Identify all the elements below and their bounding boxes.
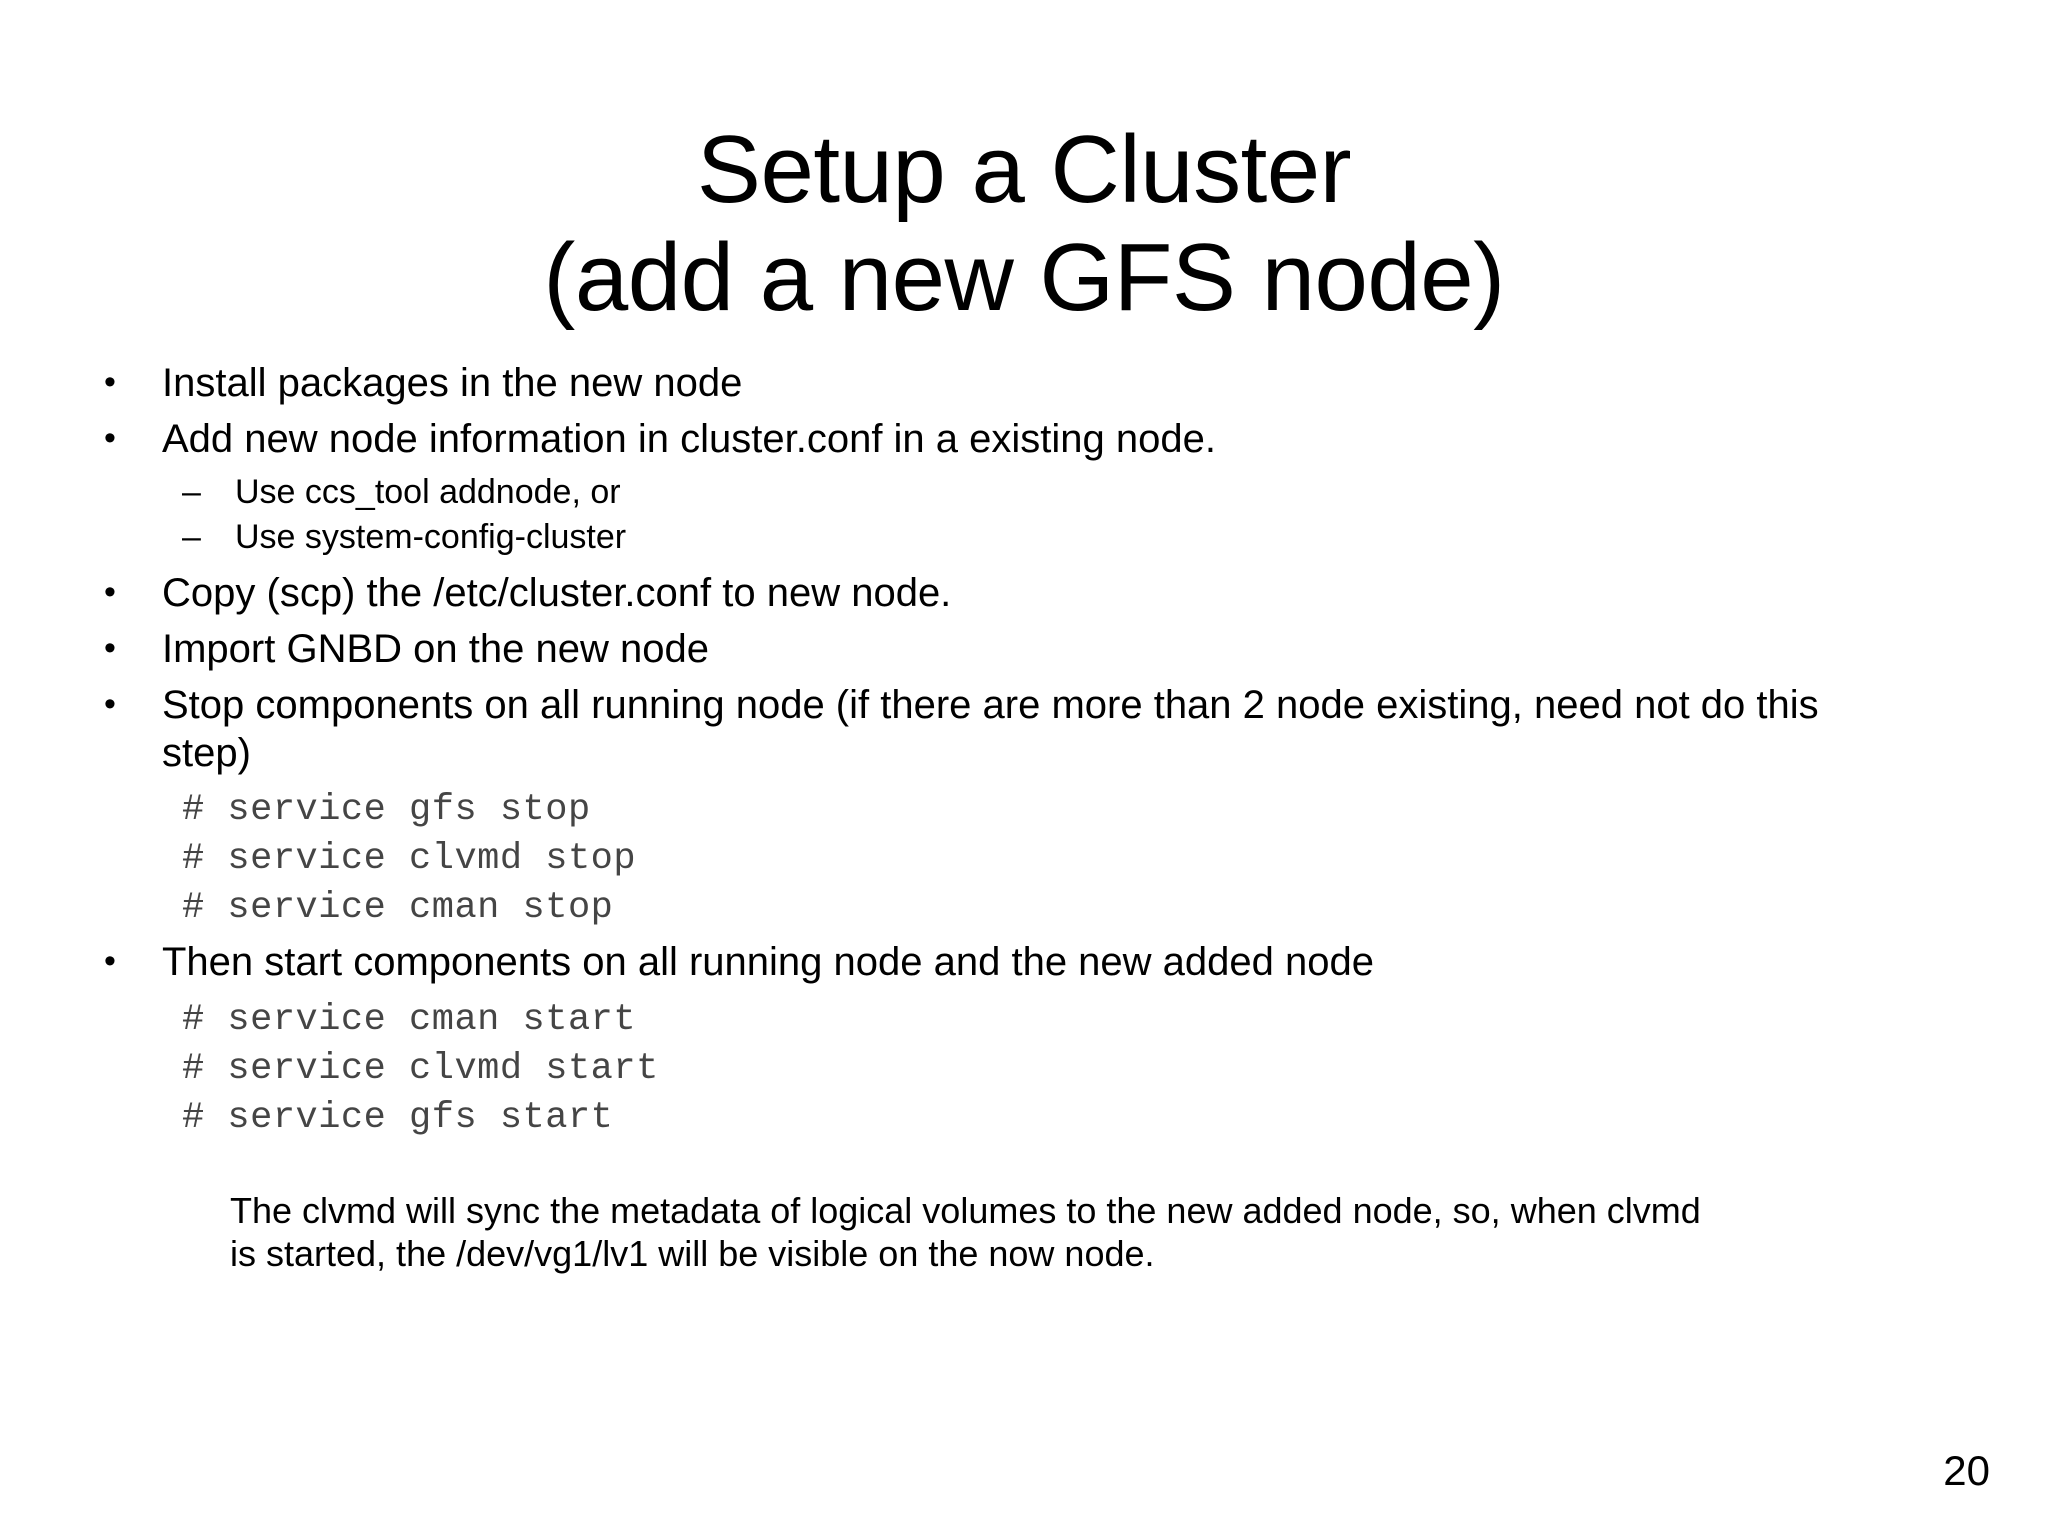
bullet-text: Then start components on all running nod… xyxy=(162,940,1374,985)
bullet-text: Stop components on all running node (if … xyxy=(162,683,1819,775)
dash-marker-icon: – xyxy=(182,473,201,512)
code-line: # service gfs start xyxy=(182,1096,614,1139)
note-line-2: is started, the /dev/vg1/lv1 will be vis… xyxy=(230,1233,1155,1275)
bullet-marker-icon: • xyxy=(104,419,116,458)
code-line: # service clvmd stop xyxy=(182,837,637,880)
bullet-item-add-node-info: • Add new node information in cluster.co… xyxy=(100,416,1960,463)
dash-marker-icon: – xyxy=(182,518,201,557)
slide-title: Setup a Cluster (add a new GFS node) xyxy=(0,116,2048,331)
code-block-stop-commands: # service gfs stop # service clvmd stop … xyxy=(182,786,1960,934)
bullet-marker-icon: • xyxy=(104,685,116,724)
code-block-start-commands: # service cman start # service clvmd sta… xyxy=(182,996,1960,1144)
code-line: # service cman stop xyxy=(182,887,614,930)
slide-title-line-2: (add a new GFS node) xyxy=(543,223,1505,331)
note-line-1: The clvmd will sync the metadata of logi… xyxy=(230,1190,1701,1232)
bullet-item-copy-cluster-conf: • Copy (scp) the /etc/cluster.conf to ne… xyxy=(100,570,1960,617)
bullet-marker-icon: • xyxy=(104,629,116,668)
bullet-item-install-packages: • Install packages in the new node xyxy=(100,360,1960,407)
explanatory-note: The clvmd will sync the metadata of logi… xyxy=(230,1189,1890,1275)
slide-body: • Install packages in the new node • Add… xyxy=(100,360,1960,1276)
bullet-marker-icon: • xyxy=(104,942,116,981)
bullet-text: Add new node information in cluster.conf… xyxy=(162,417,1216,462)
bullet-marker-icon: • xyxy=(104,572,116,611)
bullet-text: Copy (scp) the /etc/cluster.conf to new … xyxy=(162,570,952,615)
bullet-marker-icon: • xyxy=(104,363,116,401)
sub-bullet-item-system-config-cluster: – Use system-config-cluster xyxy=(182,517,1960,558)
code-line: # service clvmd start xyxy=(182,1047,659,1090)
spacer xyxy=(100,562,1960,570)
bullet-text: Install packages in the new node xyxy=(162,361,743,405)
slide-title-line-1: Setup a Cluster xyxy=(696,116,1352,224)
bullet-text: Import GNBD on the new node xyxy=(162,627,709,672)
sub-bullet-item-ccs-tool: – Use ccs_tool addnode, or xyxy=(182,472,1960,513)
bullet-item-stop-components: • Stop components on all running node (i… xyxy=(100,682,1960,776)
bullet-item-then-start-components: • Then start components on all running n… xyxy=(100,939,1960,986)
code-line: # service gfs stop xyxy=(182,788,591,831)
code-line: # service cman start xyxy=(182,998,637,1041)
page-number: 20 xyxy=(1943,1447,1990,1494)
sub-bullet-text: Use ccs_tool addnode, or xyxy=(235,473,621,512)
sub-bullet-text: Use system-config-cluster xyxy=(235,518,627,557)
bullet-item-import-gnbd: • Import GNBD on the new node xyxy=(100,626,1960,673)
